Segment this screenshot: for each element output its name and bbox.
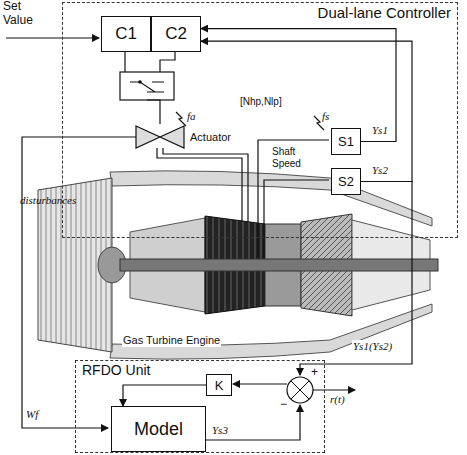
- rfdo-region: RFDO UnitK Model: [75, 360, 325, 453]
- fault-symbol: fa: [187, 110, 196, 123]
- box-label: Model: [134, 419, 183, 440]
- sign-label: +: [311, 366, 318, 380]
- sensor-box: S2: [331, 168, 361, 195]
- signal-label: Shaft Speed: [272, 146, 312, 169]
- signal-connector: [201, 41, 412, 181]
- part-label: Gas Turbine Engine: [122, 334, 221, 347]
- signal-connector: [201, 29, 396, 142]
- summing-junction: [287, 377, 313, 403]
- controller-box: C2: [151, 16, 201, 52]
- box-label: C2: [165, 24, 187, 44]
- controller-box: C1: [101, 16, 151, 52]
- gas-turbine-engine: [38, 171, 438, 359]
- part-label: Actuator: [190, 131, 231, 144]
- input-label: Set Value: [3, 0, 43, 28]
- disturbance-label: disturbances: [20, 194, 76, 207]
- region-heading: RFDO Unit: [82, 362, 150, 378]
- box-label: S2: [338, 174, 354, 189]
- signal-connector: [123, 385, 206, 406]
- signal-label: Ys1(Ys2): [352, 340, 393, 353]
- region-heading: Dual-lane Controller: [318, 4, 451, 21]
- actuator-valve: [136, 126, 184, 148]
- signal-label: r(t): [330, 393, 345, 406]
- fault-bolt: [176, 112, 186, 126]
- sensor-box: S1: [331, 128, 361, 155]
- box-label: S1: [338, 134, 354, 149]
- box-label: C1: [115, 24, 137, 44]
- sign-label: −: [280, 398, 287, 412]
- signal-label: [Nhp,Nlp]: [240, 96, 282, 108]
- signal-label: Ys3: [212, 424, 228, 437]
- signal-label: Ys1: [372, 124, 388, 137]
- gain-box: K: [206, 374, 232, 396]
- box-label: K: [215, 378, 224, 393]
- signal-label: Ys2: [372, 164, 388, 177]
- controller-region: Dual-lane ControllerC1 C2S1S2: [62, 2, 458, 238]
- selector-switch: [120, 72, 174, 100]
- signal-label: Wf: [26, 408, 38, 421]
- model-box: Model: [111, 406, 206, 452]
- fault-symbol: fs: [322, 110, 329, 123]
